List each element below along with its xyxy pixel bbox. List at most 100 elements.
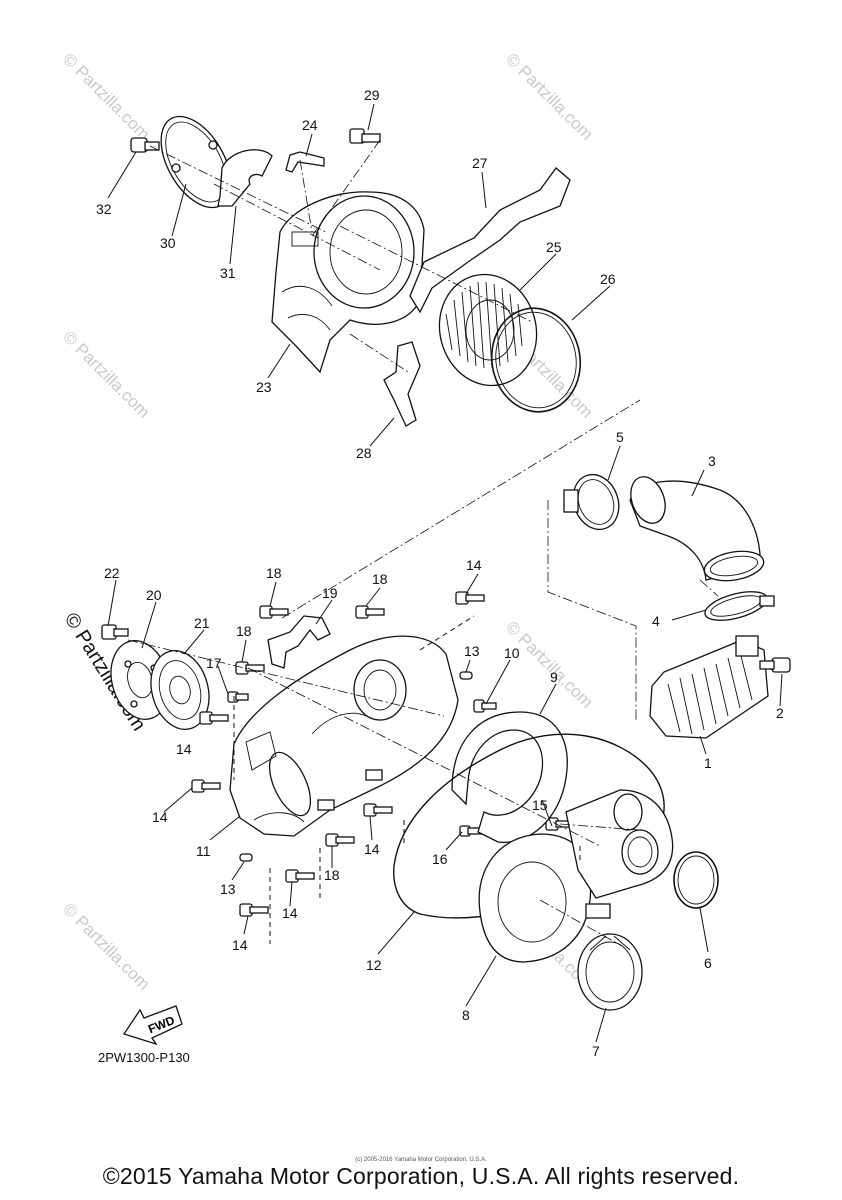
bolt-18-b <box>355 605 385 619</box>
callout-25: 25 <box>546 239 562 255</box>
bolt-22 <box>101 624 129 640</box>
phantom-line <box>281 399 641 619</box>
callout-18-c: 18 <box>236 623 252 639</box>
callout-13-b: 13 <box>220 881 236 897</box>
o-ring-26 <box>490 307 582 413</box>
tiny-credit: (c) 2005-2016 Yamaha Motor Corporation, … <box>355 1157 487 1163</box>
seal-strip-27 <box>409 167 571 314</box>
gasket-21 <box>150 650 210 730</box>
callout-20: 20 <box>146 587 162 603</box>
callout-18-b: 18 <box>372 571 388 587</box>
upper-air-cleaner-assembly <box>130 115 582 427</box>
bolt-18-a <box>259 605 289 619</box>
callout-26: 26 <box>600 271 616 287</box>
callout-16: 16 <box>432 851 448 867</box>
callout-24: 24 <box>302 117 318 133</box>
callout-32: 32 <box>96 201 112 217</box>
gasket-12 <box>393 733 665 919</box>
screw-17 <box>227 691 249 703</box>
cap-7 <box>577 933 643 1011</box>
phantom-line <box>349 333 409 373</box>
phantom-line <box>213 183 381 271</box>
phantom-line <box>247 667 601 847</box>
watermark: © Partzilla.com <box>59 327 153 421</box>
clamp-5 <box>563 473 620 531</box>
bolt-14-e <box>285 869 315 883</box>
lower-cover-assembly <box>101 399 719 1011</box>
screw-32 <box>130 137 160 153</box>
phantom-line <box>699 579 719 597</box>
bracket-19 <box>267 615 331 669</box>
filter-element-25 <box>438 273 538 387</box>
intake-filter-1 <box>649 635 769 739</box>
callout-13-a: 13 <box>464 643 480 659</box>
callout-21: 21 <box>194 615 210 631</box>
callout-10: 10 <box>504 645 520 661</box>
callouts: 29 24 27 25 26 32 30 31 23 28 5 3 4 1 2 … <box>96 87 784 1059</box>
phantom-line <box>127 639 445 717</box>
leader-lines <box>107 103 783 1043</box>
bolt-18-d <box>325 833 355 847</box>
callout-31: 31 <box>220 265 236 281</box>
bolt-18-c <box>235 661 265 675</box>
callout-14-f: 14 <box>232 937 248 953</box>
callout-9: 9 <box>550 669 558 685</box>
bolt-14-a <box>455 591 485 605</box>
o-ring-6 <box>673 851 719 909</box>
callout-11: 11 <box>196 843 211 859</box>
callout-18-a: 18 <box>266 565 282 581</box>
callout-28: 28 <box>356 445 372 461</box>
screw-2 <box>759 657 791 673</box>
air-cleaner-case-23 <box>271 191 425 374</box>
bolts-group <box>191 591 575 917</box>
phantom-line <box>311 139 381 237</box>
element-31 <box>217 149 273 207</box>
watermark: © Partzilla.com <box>59 49 153 143</box>
callout-6: 6 <box>704 955 712 971</box>
watermark: © Partzilla.com <box>59 899 153 993</box>
phantom-line <box>539 899 623 947</box>
bolt-14-b <box>199 711 229 725</box>
bracket-28 <box>383 341 421 427</box>
bolt-10 <box>473 699 497 713</box>
watermark: © Partzilla.com <box>502 617 596 711</box>
callout-14-b: 14 <box>176 741 192 757</box>
callout-30: 30 <box>160 235 176 251</box>
callout-12: 12 <box>366 957 382 973</box>
phantom-line <box>149 145 327 233</box>
callout-1: 1 <box>704 755 712 771</box>
clutch-cover-8 <box>478 789 674 963</box>
duct-3 <box>629 476 765 582</box>
callout-27: 27 <box>472 155 488 171</box>
phantom-line <box>559 823 641 831</box>
callout-2: 2 <box>776 705 784 721</box>
callout-29: 29 <box>364 87 380 103</box>
band-4 <box>704 591 775 621</box>
callout-7: 7 <box>592 1043 600 1059</box>
cover-11 <box>229 635 459 837</box>
callout-14-c: 14 <box>152 809 168 825</box>
callout-3: 3 <box>708 453 716 469</box>
callout-14-e: 14 <box>282 905 298 921</box>
gasket-9 <box>451 711 568 843</box>
callout-14-d: 14 <box>364 841 380 857</box>
bolt-14-f <box>239 903 269 917</box>
dashed-guide <box>419 615 475 651</box>
dowel-13-b <box>239 853 253 862</box>
callout-4: 4 <box>652 613 660 629</box>
copyright-notice: ©2015 Yamaha Motor Corporation, U.S.A. A… <box>102 1163 740 1189</box>
intake-duct-assembly <box>547 473 791 739</box>
dowel-13-a <box>459 671 473 680</box>
bolt-14-c <box>191 779 221 793</box>
callout-23: 23 <box>256 379 272 395</box>
phantom-line <box>547 500 637 720</box>
phantom-line <box>299 159 313 233</box>
callout-17: 17 <box>206 655 222 671</box>
diagram-code: 2PW1300-P130 <box>98 1050 190 1065</box>
callout-5: 5 <box>616 429 624 445</box>
clip-24 <box>285 151 325 173</box>
bolt-14-d <box>363 803 393 817</box>
cover-disc-30 <box>160 115 232 209</box>
callout-22: 22 <box>104 565 120 581</box>
